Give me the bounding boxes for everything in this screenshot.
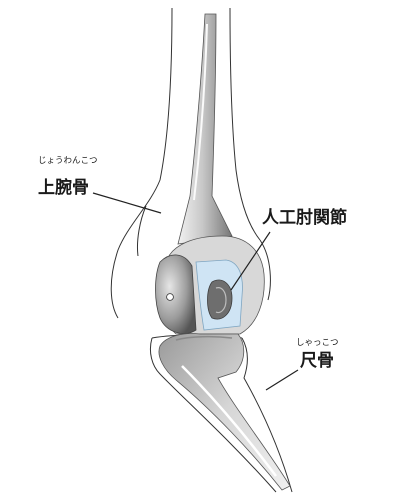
implant-label: 人工肘関節 <box>262 207 347 228</box>
hinge-pin <box>166 293 174 301</box>
ulna-reading: しゃっこつ <box>296 338 339 348</box>
ulna-leader-line <box>265 369 299 391</box>
humerus-reading: じょうわんこつ <box>38 156 98 166</box>
ulna-label: 尺骨 <box>300 351 334 371</box>
humerus-label: 上腕骨 <box>38 177 89 198</box>
humerus-leader-line <box>92 192 162 214</box>
humeral-stem <box>177 13 233 245</box>
humerus-bone <box>110 7 271 319</box>
implant-leader-line <box>230 231 271 291</box>
ulnar-component <box>158 333 291 491</box>
polyethylene-liner <box>195 259 243 331</box>
